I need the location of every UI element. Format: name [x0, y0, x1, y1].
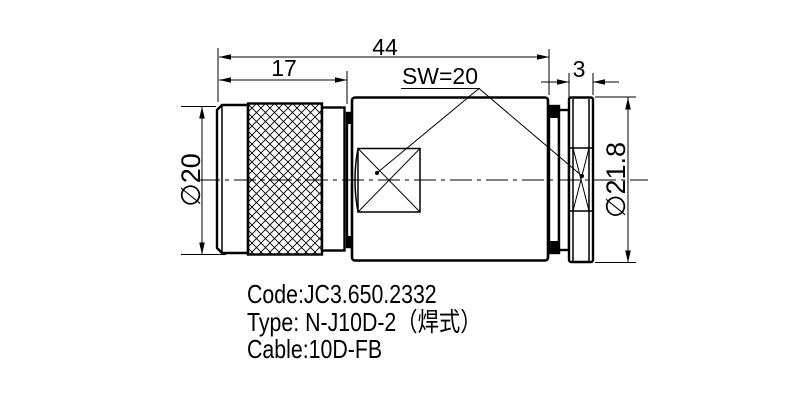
note-code: Code:JC3.650.2332 [247, 279, 437, 309]
note-cable: Cable:10D-FB [247, 334, 383, 364]
left-gasket-top-cap [346, 113, 354, 124]
dim-flange-diameter-label: ∅21.8 [601, 142, 631, 218]
dim-flange-thickness-label: 3 [573, 56, 586, 82]
left-gasket-bottom-cap [346, 236, 354, 247]
dim-overall-length-label: 44 [372, 34, 398, 60]
dimension-front-length: 17 [219, 55, 348, 104]
rear-flange [567, 96, 595, 264]
rear-ring [320, 106, 346, 252]
dimension-overall-length: 44 [217, 34, 550, 102]
dimension-flange-thickness: 3 [541, 56, 619, 107]
drawing-notes: Code:JC3.650.2332 Type: N-J10D-2（焊式） Cab… [247, 279, 482, 364]
dim-front-length-label: 17 [271, 55, 297, 81]
dimension-front-diameter: ∅20 [176, 106, 226, 255]
dim-wrench-flats-label: SW=20 [402, 63, 478, 89]
note-type: Type: N-J10D-2（焊式） [247, 306, 482, 337]
dimension-flange-diameter: ∅21.8 [595, 96, 636, 263]
dimension-wrench-flats: SW=20 [377, 63, 582, 176]
knurl-section [246, 102, 324, 256]
dim-front-diameter-label: ∅20 [176, 153, 206, 207]
